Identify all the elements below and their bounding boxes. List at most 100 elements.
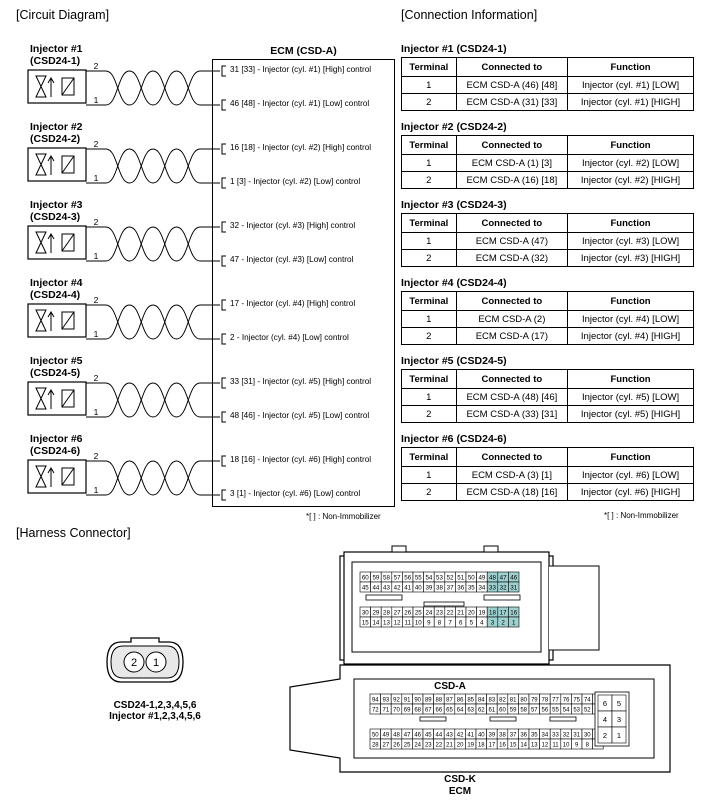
arrow-icon bbox=[47, 467, 55, 487]
csd-a-pin-label: 60 bbox=[362, 575, 369, 582]
csd-k-pin-label: 76 bbox=[563, 698, 570, 704]
csd-k-pin-label: 83 bbox=[489, 698, 496, 704]
csd-k-pin-label: 31 bbox=[573, 733, 580, 739]
arrow-icon bbox=[47, 311, 55, 331]
injector-name: Injector #3 bbox=[30, 199, 83, 211]
csd-a-pin-label: 34 bbox=[478, 585, 485, 592]
table-header-cell: Function bbox=[567, 213, 694, 233]
pin-2-label: 2 bbox=[94, 373, 99, 383]
ecm-high-control-1: 31 [33] - Injector (cyl. #1) [High] cont… bbox=[230, 65, 372, 74]
csd-k-side-label: 6 bbox=[603, 699, 607, 708]
ecm-low-control-5: 48 [46] - Injector (cyl. #5) [Low] contr… bbox=[230, 411, 370, 420]
table-cell: 1 bbox=[401, 232, 457, 250]
csd-k-pin-label: 86 bbox=[457, 698, 464, 704]
csd-k-pin-label: 53 bbox=[573, 708, 580, 714]
csd-a-pin-label: 5 bbox=[470, 620, 474, 627]
csd-k-pin-label: 16 bbox=[499, 743, 506, 749]
csd-a-pin-label: 44 bbox=[372, 585, 379, 592]
table-cell: ECM CSD-A (48) [46] bbox=[455, 388, 569, 406]
small-pin-label: 2 bbox=[131, 657, 137, 669]
valve-symbol bbox=[35, 465, 47, 488]
small-connector-code: CSD24-1,2,3,4,5,6 bbox=[113, 700, 197, 711]
csd-k-pin-label: 84 bbox=[478, 698, 485, 704]
ecm-high-control-6: 18 [16] - Injector (cyl. #6) [High] cont… bbox=[230, 455, 372, 464]
csd-a-pin-label: 57 bbox=[394, 575, 401, 582]
pin-1-circle bbox=[145, 651, 167, 673]
injector-box bbox=[27, 147, 87, 182]
csd-a-pin-label: 38 bbox=[436, 585, 443, 592]
csd-k-pin-label: 25 bbox=[404, 743, 411, 749]
table-cell: 2 bbox=[401, 93, 457, 111]
coil-symbol bbox=[61, 389, 75, 408]
csd-k-pin-label: 45 bbox=[425, 733, 432, 739]
csd-k-pin-label: 55 bbox=[552, 708, 559, 714]
injector-box bbox=[27, 225, 87, 260]
table-cell: 2 bbox=[401, 327, 457, 345]
terminal-bracket bbox=[221, 489, 226, 501]
csd-k-pin-label: 87 bbox=[446, 698, 453, 704]
injector-name: Injector #1 bbox=[30, 43, 83, 55]
csd-a-pin-label: 6 bbox=[459, 620, 463, 627]
table-cell: 2 bbox=[401, 249, 457, 267]
table-cell: ECM CSD-A (32) bbox=[455, 249, 569, 267]
csd-k-pin-label: 63 bbox=[467, 708, 474, 714]
csd-a-pin-label: 32 bbox=[500, 585, 507, 592]
valve-symbol bbox=[35, 387, 47, 410]
injector-box bbox=[27, 381, 87, 416]
wire-high bbox=[86, 382, 220, 418]
terminal-bracket bbox=[221, 455, 226, 467]
csd-k-pin-label: 30 bbox=[584, 733, 591, 739]
coil-symbol bbox=[61, 311, 75, 330]
csd-a-pin-label: 35 bbox=[468, 585, 475, 592]
non-immobilizer-note: *[ ] : Non-Immobilizer bbox=[306, 512, 381, 521]
pin-2-label: 2 bbox=[94, 139, 99, 149]
table-header-cell: Connected to bbox=[455, 369, 569, 389]
csd-k-pin-label: 34 bbox=[542, 733, 549, 739]
wire-high bbox=[86, 148, 220, 184]
csd-k-pin-label: 18 bbox=[478, 743, 485, 749]
csd-a-pin-label: 20 bbox=[468, 610, 475, 617]
pin-2-label: 2 bbox=[94, 295, 99, 305]
injector-label-6: Injector #6(CSD24-6) bbox=[30, 433, 83, 457]
valve-symbol bbox=[35, 309, 47, 332]
table-header-cell: Terminal bbox=[401, 369, 457, 389]
csd-k-pin-label: 23 bbox=[425, 743, 432, 749]
coil-diagonal bbox=[61, 467, 75, 486]
csd-a-pin-label: 14 bbox=[372, 620, 379, 627]
csd-k-pin-label: 32 bbox=[563, 733, 570, 739]
csd-k-pin-label: 89 bbox=[425, 698, 432, 704]
csd-k-pin-label: 74 bbox=[584, 698, 591, 704]
csd-k-pin-label: 78 bbox=[542, 698, 549, 704]
table-header-cell: Terminal bbox=[401, 291, 457, 311]
table-cell: 1 bbox=[401, 76, 457, 94]
table-header-cell: Function bbox=[567, 135, 694, 155]
arrow-icon bbox=[47, 77, 55, 97]
coil-symbol bbox=[61, 155, 75, 174]
csd-k-pin-label: 44 bbox=[436, 733, 443, 739]
injector-box bbox=[27, 303, 87, 338]
terminal-bracket bbox=[221, 221, 226, 233]
csd-a-pin-label: 8 bbox=[438, 620, 442, 627]
csd-a-pin-label: 45 bbox=[362, 585, 369, 592]
csd-a-pin-label: 58 bbox=[383, 575, 390, 582]
csd-a-pin-cell bbox=[508, 581, 520, 593]
csd-k-pin-label: 48 bbox=[393, 733, 400, 739]
csd-a-pin-label: 31 bbox=[510, 585, 517, 592]
csd-k-pin-label: 58 bbox=[520, 708, 527, 714]
table-cell: ECM CSD-A (46) [48] bbox=[455, 76, 569, 94]
circuit-diagram-heading: [Circuit Diagram] bbox=[16, 8, 110, 22]
csd-k-pin-label: 68 bbox=[414, 708, 421, 714]
non-immobilizer-note-right: *[ ] : Non-Immobilizer bbox=[604, 511, 679, 520]
table-cell: ECM CSD-A (33) [31] bbox=[455, 405, 569, 423]
csd-a-pin-label: 26 bbox=[404, 610, 411, 617]
csd-k-pin-label: 46 bbox=[414, 733, 421, 739]
ecm-low-control-2: 1 [3] - Injector (cyl. #2) [Low] control bbox=[230, 177, 361, 186]
